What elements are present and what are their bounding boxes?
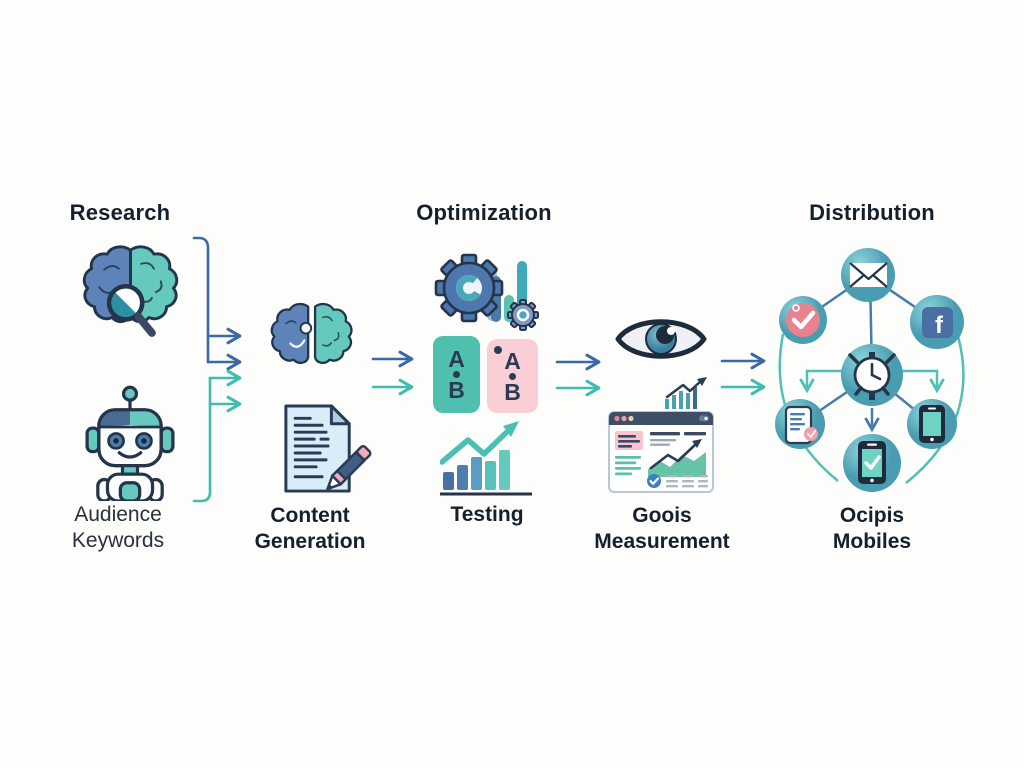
card-letter-a: A: [504, 347, 521, 374]
facebook-node: f: [910, 295, 964, 349]
brain-search-icon: [82, 245, 179, 337]
caption-distribution: Ocipis Mobiles: [792, 503, 952, 555]
ai-brain-icon: [270, 302, 353, 365]
facebook-icon: [922, 307, 953, 338]
mini-chart-icon: [665, 377, 707, 409]
eye-icon: [615, 319, 707, 359]
arrows-content-to-optimization: [371, 350, 414, 396]
caption-research-line2: Keywords: [71, 529, 165, 552]
mobile-check-node: [843, 434, 901, 492]
card-dot: [509, 372, 516, 380]
growth-chart-icon: [440, 421, 532, 496]
robot-icon: [85, 385, 175, 501]
ab-test-card-a: A B: [433, 336, 480, 413]
card-dot: [453, 371, 460, 378]
caption-distribution-line1: Ocipis: [839, 504, 905, 527]
bracket-teal-research: [192, 369, 242, 503]
ab-test-card-b: A B: [487, 339, 538, 413]
distribution-network: f: [775, 248, 965, 492]
schedule-node: [841, 344, 903, 406]
card-letter-a: A: [448, 346, 465, 372]
check-badge: [647, 474, 661, 488]
caption-content-line1: Content: [270, 504, 350, 527]
stage-title-distribution: Distribution: [809, 200, 935, 225]
facebook-letter: f: [935, 312, 944, 339]
caption-content-line2: Generation: [254, 530, 366, 553]
mobile-node: [907, 399, 957, 449]
card-corner-dot: [494, 346, 502, 354]
caption-measurement-line2: Measurement: [594, 530, 730, 553]
bracket-blue-research: [192, 236, 242, 371]
check-icon: [786, 303, 820, 337]
analytics-dashboard-icon: [608, 411, 714, 493]
card-letter-b: B: [504, 378, 521, 405]
gear-chart-icon: [434, 253, 539, 331]
caption-measurement: Goois Measurement: [572, 503, 752, 555]
arrows-measurement-to-distribution: [720, 352, 766, 396]
email-node: [841, 248, 895, 302]
arrows-optimization-to-measurement: [555, 353, 601, 397]
stage-title-research: Research: [69, 200, 171, 225]
large-gear: [434, 253, 504, 323]
caption-content: Content Generation: [230, 503, 390, 555]
small-gear: [507, 299, 539, 331]
mobile-notification-node: [775, 399, 825, 449]
caption-measurement-line1: Goois: [632, 504, 692, 527]
card-letter-b: B: [448, 377, 465, 403]
caption-testing: Testing: [427, 502, 547, 528]
caption-research-line1: Audience: [74, 503, 162, 526]
document-pen-icon: [284, 404, 372, 493]
pen: [326, 444, 372, 491]
caption-research: Audience Keywords: [43, 502, 193, 554]
alarm-clock-icon: [848, 352, 896, 400]
caption-testing-line1: Testing: [450, 503, 524, 526]
stage-title-optimization: Optimization: [416, 200, 552, 225]
caption-distribution-line2: Mobiles: [832, 530, 912, 553]
approval-node: [779, 296, 827, 344]
magnifier-glass: [106, 284, 156, 337]
